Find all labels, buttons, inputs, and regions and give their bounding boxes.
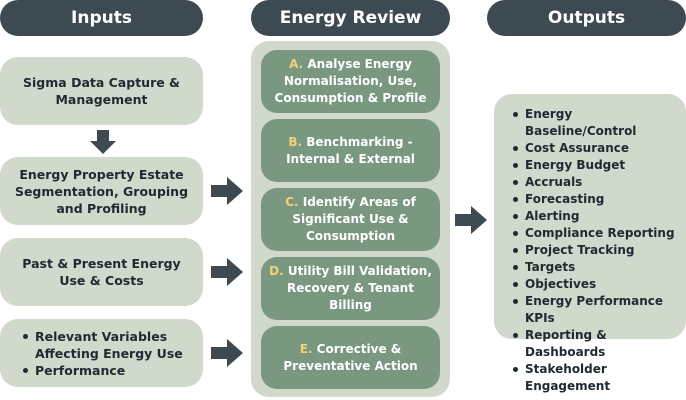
output-item: Compliance Reporting [512, 225, 686, 242]
output-item: Energy Budget [512, 157, 686, 174]
step-letter: A. [289, 57, 304, 71]
step-letter: C. [285, 195, 299, 209]
output-item: Cost Assurance [512, 140, 686, 157]
step-text: Identify Areas of Significant Use & Cons… [292, 195, 416, 243]
step-text: Corrective & Preventative Action [283, 341, 418, 373]
outputs-list: Energy Baseline/Control Cost Assurance E… [512, 106, 686, 395]
outputs-header: Outputs [487, 0, 686, 36]
right-arrow-icon [455, 206, 487, 234]
step-letter: D. [269, 264, 284, 278]
input-sigma-data-capture: Sigma Data Capture & Management [0, 57, 203, 125]
right-arrow-icon [211, 339, 243, 367]
step-text: Utility Bill Validation, Recovery & Tena… [287, 264, 432, 312]
step-text: Analyse Energy Normalisation, Use, Consu… [274, 57, 427, 105]
output-item: Forecasting [512, 191, 686, 208]
input-variables-item: Performance [22, 362, 193, 379]
input-variables-item: Relevant Variables Affecting Energy Use [22, 328, 193, 362]
review-step-c: C. Identify Areas of Significant Use & C… [261, 188, 440, 251]
right-arrow-icon [211, 258, 243, 286]
right-arrow-icon [211, 177, 243, 205]
review-step-a: A. Analyse Energy Normalisation, Use, Co… [261, 50, 440, 113]
down-arrow-icon [90, 130, 116, 154]
output-item: Alerting [512, 208, 686, 225]
input-past-present-energy: Past & Present Energy Use & Costs [0, 238, 203, 306]
output-item: Project Tracking [512, 242, 686, 259]
inputs-header: Inputs [0, 0, 203, 36]
input-relevant-variables: Relevant Variables Affecting Energy Use … [0, 319, 203, 387]
input-variables-list: Relevant Variables Affecting Energy Use … [22, 328, 193, 379]
output-item: Energy Baseline/Control [512, 106, 686, 140]
review-step-e: E. Corrective & Preventative Action [261, 326, 440, 389]
step-letter: E. [299, 341, 313, 356]
output-item: Reporting & Dashboards [512, 327, 686, 361]
step-letter: B. [288, 134, 303, 149]
output-item: Targets [512, 259, 686, 276]
output-item: Accruals [512, 174, 686, 191]
output-item: Energy Performance KPIs [512, 293, 686, 327]
input-estate-segmentation: Energy Property Estate Segmentation, Gro… [0, 157, 203, 225]
output-item: Stakeholder Engagement [512, 361, 686, 395]
energy-review-header: Energy Review [251, 0, 450, 36]
output-item: Objectives [512, 276, 686, 293]
review-step-d: D. Utility Bill Validation, Recovery & T… [261, 257, 440, 320]
step-text: Benchmarking - Internal & External [286, 134, 415, 166]
outputs-list-box: Energy Baseline/Control Cost Assurance E… [494, 94, 686, 393]
review-step-b: B. Benchmarking - Internal & External [261, 119, 440, 182]
